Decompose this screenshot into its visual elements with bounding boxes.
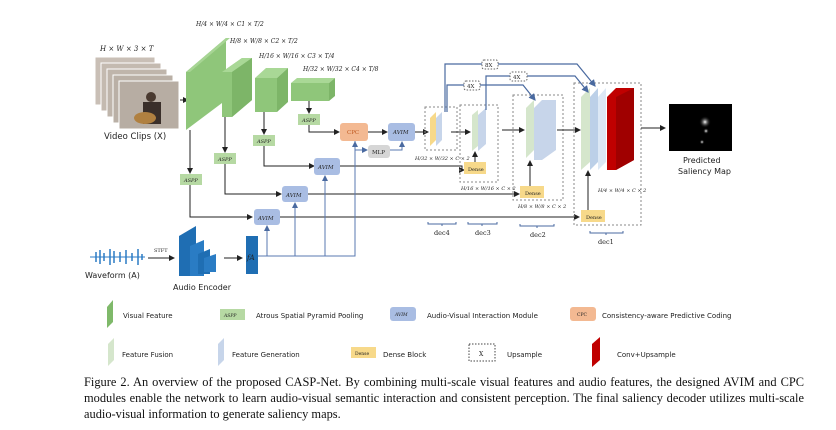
svg-text:Atrous Spatial Pyramid Pooling: Atrous Spatial Pyramid Pooling — [256, 312, 363, 320]
output-label-2: Saliency Map — [678, 167, 731, 176]
dec2-block: Dense — [512, 94, 564, 201]
avim-module-3: AVIM — [314, 158, 340, 175]
legend-avim-icon — [390, 307, 416, 321]
legend-conv-upsample-icon — [592, 337, 600, 367]
visual-feature-3 — [255, 68, 288, 112]
waveform-icon — [90, 249, 145, 265]
svg-text:Dense: Dense — [586, 215, 602, 221]
dec3-dims: H/16 × W/16 × C × 2 — [460, 186, 516, 192]
feat-dims-2: H/8 × W/8 × C2 × T/2 — [229, 38, 298, 45]
legend-feature-generation-icon — [218, 338, 224, 366]
video-label: Video Clips (X) — [104, 132, 166, 142]
svg-text:8X: 8X — [485, 63, 492, 69]
visual-feature-1 — [186, 38, 230, 130]
dec4-block — [424, 106, 458, 151]
dec3-label: dec3 — [475, 229, 491, 237]
dec4-label: dec4 — [434, 229, 450, 237]
svg-text:Dense: Dense — [355, 351, 369, 357]
legend-dense-icon — [351, 347, 376, 358]
audio-encoder-icon — [179, 226, 216, 276]
figure-caption: Figure 2. An overview of the proposed CA… — [84, 375, 804, 421]
svg-text:Dense: Dense — [468, 167, 484, 173]
feat-dims-4: H/32 × W/32 × C4 × T/8 — [302, 66, 379, 73]
aspp-1: ASPP — [180, 174, 202, 185]
upsample-8x: 8X — [481, 59, 499, 70]
architecture-diagram: H × W × 3 × T Video Clips (X) H/4 × W/4 … — [85, 21, 732, 367]
svg-text:AVIM: AVIM — [285, 193, 302, 199]
svg-text:CPC: CPC — [577, 312, 587, 318]
audio-feature-block — [246, 236, 258, 274]
feat-dims-3: H/16 × W/16 × C3 × T/4 — [258, 53, 335, 60]
svg-text:AVIM: AVIM — [257, 216, 274, 222]
saliency-map-image — [669, 104, 732, 151]
video-clips-image — [94, 56, 180, 130]
encoder-label: Audio Encoder — [173, 283, 232, 292]
dec2-dims: H/8 × W/8 × C × 2 — [517, 204, 566, 210]
mlp-module: MLP — [368, 145, 390, 158]
dec1-label: dec1 — [598, 238, 614, 246]
aspp-4: ASPP — [298, 114, 320, 125]
svg-text:ASPP: ASPP — [256, 139, 271, 145]
upsample-4x-dec3: 4X — [463, 80, 481, 91]
svg-text:ASPP: ASPP — [301, 118, 316, 124]
svg-text:Audio-Visual Interaction Modul: Audio-Visual Interaction Module — [427, 312, 538, 320]
visual-feature-2 — [222, 58, 252, 117]
svg-text:AVIM: AVIM — [317, 165, 334, 171]
svg-text:Consistency-aware Predictive C: Consistency-aware Predictive Coding — [602, 312, 731, 320]
dec3-block: Dense — [459, 104, 499, 183]
svg-text:Feature Fusion: Feature Fusion — [122, 351, 173, 359]
legend-visual-feature-icon — [107, 300, 113, 328]
svg-text:Dense: Dense — [525, 191, 541, 197]
avim-module-2: AVIM — [282, 186, 308, 202]
svg-text:X: X — [479, 351, 484, 358]
cpc-module: CPC — [340, 123, 368, 141]
dec4-dims: H/32 × W/32 × C × 2 — [414, 156, 470, 162]
svg-text:ASPP: ASPP — [217, 157, 232, 163]
svg-text:ASPP: ASPP — [183, 178, 198, 184]
feat-dims-1: H/4 × W/4 × C1 × T/2 — [195, 21, 264, 28]
dec1-dims: H/4 × W/4 × C × 2 — [597, 188, 646, 194]
svg-text:ASPP: ASPP — [223, 313, 237, 319]
svg-text:Dense Block: Dense Block — [383, 351, 427, 359]
input-dims: H × W × 3 × T — [99, 45, 155, 53]
audio-feature-label: fA — [246, 254, 255, 262]
legend-aspp-icon — [220, 309, 245, 320]
dec2-label: dec2 — [530, 231, 546, 239]
svg-text:Upsample: Upsample — [507, 351, 542, 359]
dec1-block: Dense — [573, 82, 642, 226]
output-label-1: Predicted — [683, 156, 721, 165]
upsample-4x-dec1: 4X — [509, 71, 528, 82]
svg-text:MLP: MLP — [372, 150, 385, 156]
waveform-label: Waveform (A) — [85, 271, 140, 280]
visual-feature-4 — [291, 78, 335, 101]
aspp-3: ASPP — [253, 135, 275, 146]
legend-cpc-icon — [570, 307, 596, 321]
stft-label: STFT — [154, 248, 168, 254]
svg-text:Conv+Upsample: Conv+Upsample — [617, 351, 676, 359]
svg-text:CPC: CPC — [347, 130, 359, 136]
legend: Visual Feature ASPP Atrous Spatial Pyram… — [107, 300, 731, 367]
avim-module-1: AVIM — [254, 209, 280, 225]
svg-text:AVIM: AVIM — [394, 312, 408, 318]
svg-text:Visual Feature: Visual Feature — [123, 312, 173, 320]
legend-feature-fusion-icon — [108, 338, 114, 366]
svg-text:4X: 4X — [513, 75, 520, 81]
aspp-2: ASPP — [214, 153, 236, 164]
legend-upsample-icon — [468, 343, 496, 362]
svg-text:4X: 4X — [467, 84, 474, 90]
avim-module-4: AVIM — [388, 123, 415, 141]
svg-text:Feature Generation: Feature Generation — [232, 351, 300, 359]
svg-text:AVIM: AVIM — [392, 130, 409, 136]
